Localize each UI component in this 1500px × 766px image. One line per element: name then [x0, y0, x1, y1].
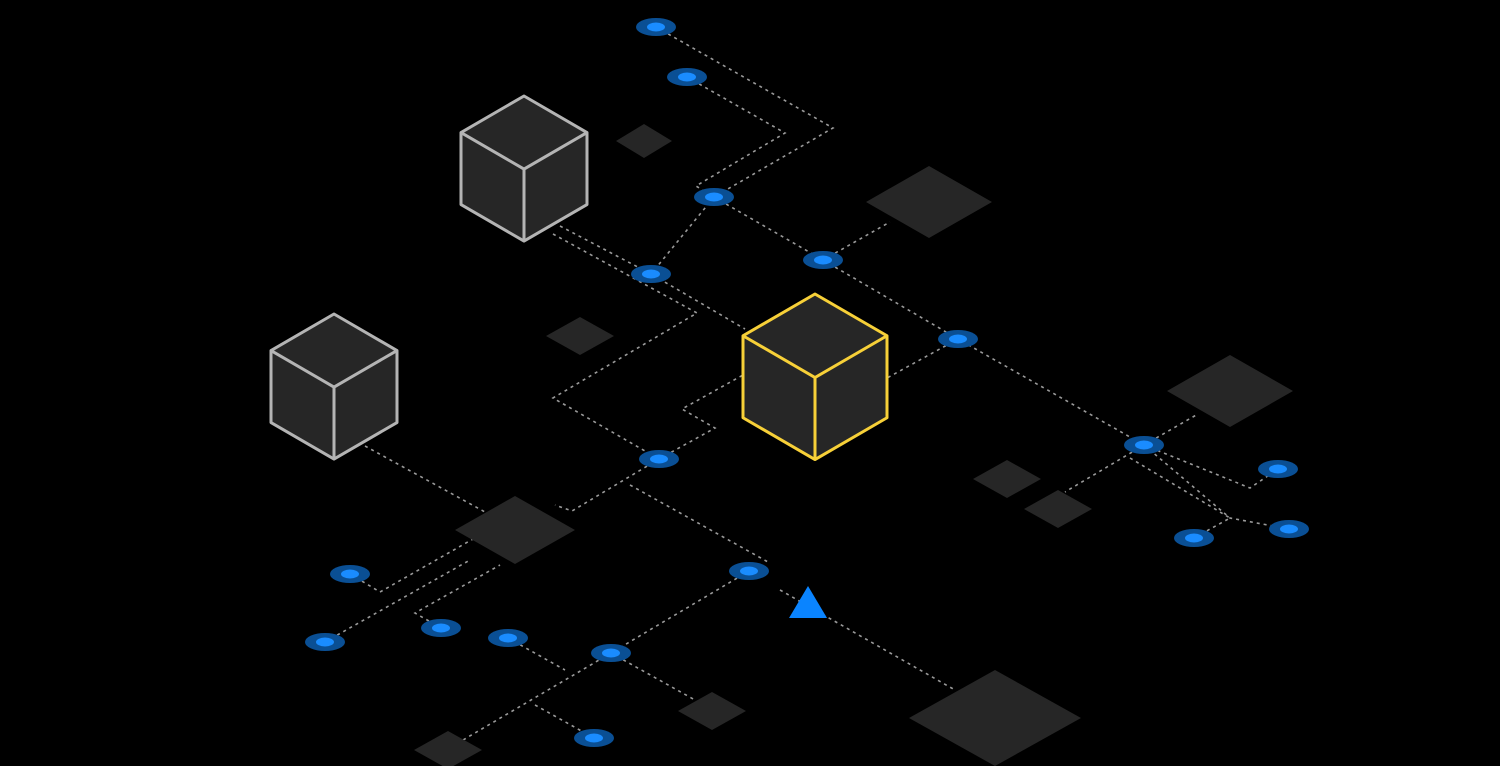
connector-line — [1143, 444, 1290, 530]
connector-line — [655, 26, 835, 198]
network-node — [729, 562, 769, 580]
network-node — [421, 619, 461, 637]
connector-line — [686, 76, 787, 198]
connector-line — [462, 570, 750, 741]
network-node — [1258, 460, 1298, 478]
network-node — [330, 565, 370, 583]
network-node — [631, 265, 671, 283]
highlighted-cube — [741, 292, 889, 462]
network-nodes — [305, 18, 1309, 747]
network-node — [938, 330, 978, 348]
floor-tile — [1024, 490, 1092, 528]
connector-lines — [324, 26, 1290, 741]
cubes — [269, 94, 889, 462]
connector-line — [554, 458, 660, 512]
floor-tile — [973, 460, 1041, 498]
floor-tile — [866, 166, 992, 238]
network-node — [636, 18, 676, 36]
network-node — [1124, 436, 1164, 454]
connector-line — [610, 652, 696, 701]
network-node — [667, 68, 707, 86]
connector-line — [1143, 413, 1199, 446]
connector-line — [551, 233, 699, 460]
floor-tiles — [414, 124, 1293, 766]
triangle-marker-icon — [789, 586, 827, 618]
network-node — [488, 629, 528, 647]
floor-tile — [678, 692, 746, 730]
cube — [459, 94, 589, 243]
network-node — [639, 450, 679, 468]
floor-tile — [546, 317, 614, 355]
network-node — [591, 644, 631, 662]
network-node — [1269, 520, 1309, 538]
floor-tile — [616, 124, 672, 158]
connector-line — [364, 445, 486, 513]
connector-line — [713, 196, 1279, 489]
network-node — [803, 251, 843, 269]
network-node — [305, 633, 345, 651]
connector-line — [822, 221, 891, 261]
connector-line — [779, 589, 956, 691]
connector-line — [650, 196, 715, 275]
cube — [269, 312, 399, 461]
network-node — [1174, 529, 1214, 547]
connector-line — [559, 225, 746, 330]
floor-tile — [455, 496, 575, 564]
network-node — [694, 188, 734, 206]
floor-tile — [1167, 355, 1293, 427]
floor-tile — [909, 670, 1081, 766]
connector-line — [629, 484, 769, 563]
network-node — [574, 729, 614, 747]
floor-tile — [414, 731, 482, 766]
connector-line — [1064, 444, 1145, 493]
connector-line — [413, 564, 501, 629]
